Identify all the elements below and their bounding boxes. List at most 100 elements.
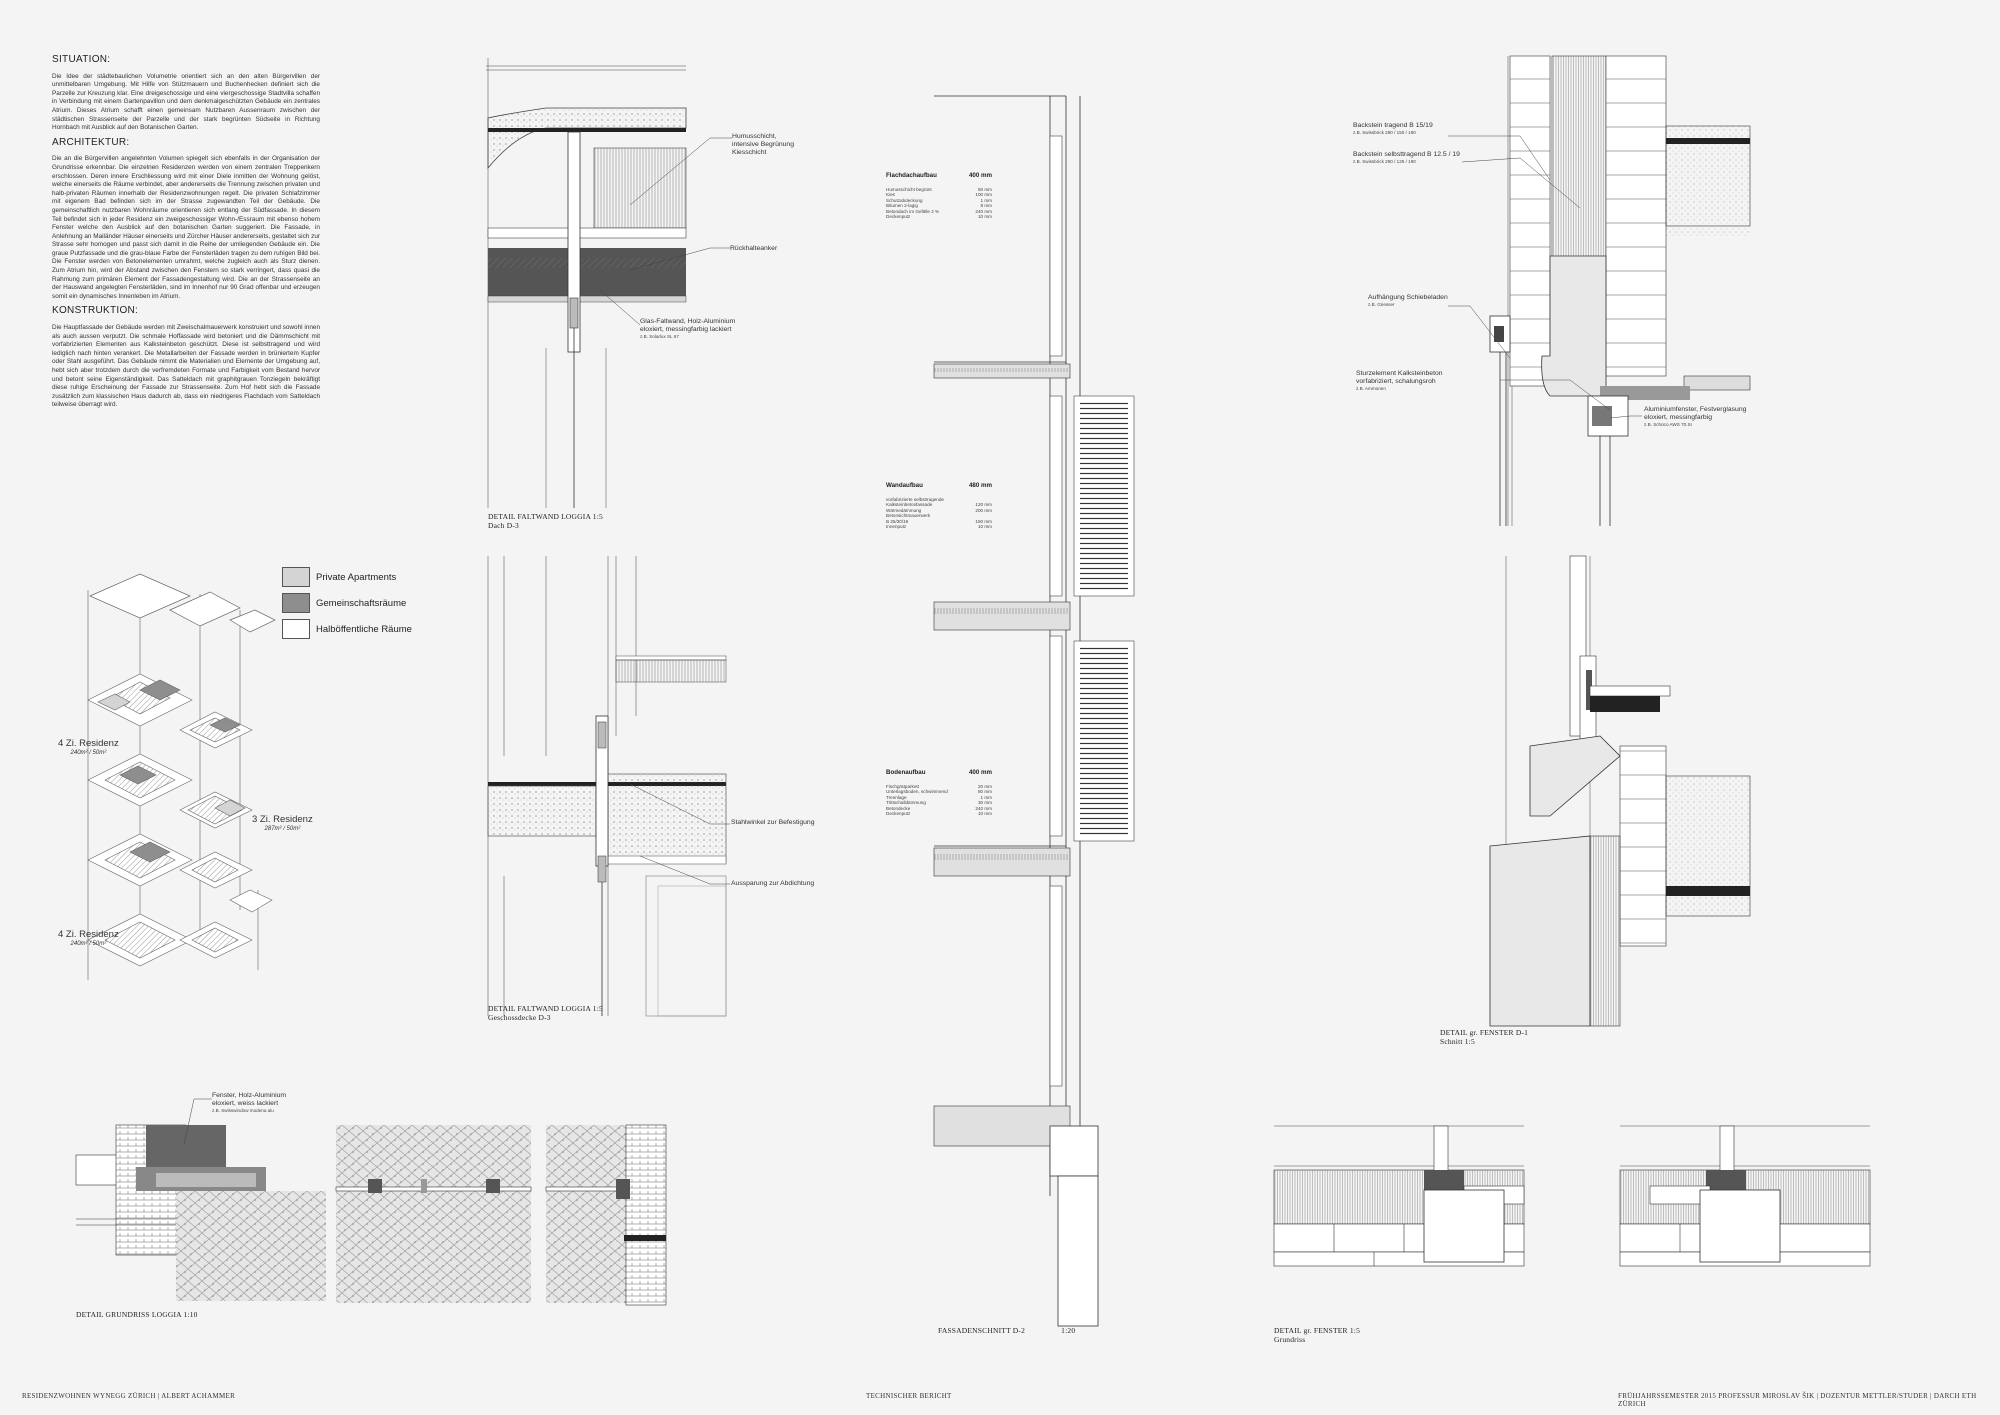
buildup-title: Flachdachaufbau xyxy=(886,172,937,179)
buildup-row: Schutzabdeckung 1 mm xyxy=(886,198,992,204)
detail-faltwand-dach-drawing xyxy=(486,58,687,508)
buildup-layer: vorfabrizierte selbsttragende xyxy=(886,496,944,502)
buildup-row: vorfabrizierte selbsttragende xyxy=(886,497,992,503)
buildup-row: Bitumen 2-lagig 8 mm xyxy=(886,203,992,209)
buildup-thickness: 80 mm xyxy=(977,789,992,794)
leader-line-fenster-loggia xyxy=(183,1098,212,1146)
buildup-row: Wärmedämmung 200 mm xyxy=(886,508,992,514)
buildup-layer: Schutzabdeckung xyxy=(886,197,923,203)
konstruktion-heading: KONSTRUKTION: xyxy=(52,305,139,317)
konstruktion-body: Die Hauptfassade der Gebäude werden mit … xyxy=(52,324,320,409)
buildup-row: Betonsichtmauerwerk xyxy=(886,513,992,519)
caption-title: DETAIL FALTWAND LOGGIA 1:5 xyxy=(488,1004,603,1013)
situation-body: Die Idee der städtebaulichen Volumetrie … xyxy=(52,72,320,132)
grundriss-panel-2 xyxy=(335,1125,532,1303)
footer-right: FRÜHJAHRSSEMESTER 2015 PROFESSUR MIROSLA… xyxy=(1618,1392,1977,1408)
detail-faltwand-geschoss-drawing xyxy=(487,556,727,1017)
buildup-thickness: 30 mm xyxy=(977,800,992,805)
buildup-layer: Kies xyxy=(886,192,895,197)
annotation-line: eloxiert, messingfarbig lackiert xyxy=(640,326,732,333)
annotation-backstein-selbsttragend: Backstein selbsttragend B 12.5 / 19 z.B.… xyxy=(1353,151,1460,165)
buildup-layer: Kalksteinbetonfassade xyxy=(886,502,933,507)
axo-label-3zi: 3 Zi. Residenz 287m² / 50m² xyxy=(252,814,313,832)
buildup-thickness: 200 mm xyxy=(975,507,992,513)
legend-label: Gemeinschaftsräume xyxy=(316,597,407,609)
floor-plate-4zi-top-2 xyxy=(179,711,253,749)
roof-level xyxy=(89,573,276,633)
buildup-thickness: 10 mm xyxy=(977,524,992,529)
footer-left: RESIDENZWOHNEN WYNEGG ZÜRICH | ALBERT AC… xyxy=(22,1392,236,1400)
buildup-thickness: 10 mm xyxy=(977,214,992,219)
caption-title: DETAIL gr. FENSTER 1:5 xyxy=(1274,1326,1361,1335)
buildup-layer: Bitumen 2-lagig xyxy=(886,203,918,208)
buildup-thickness: 8 mm xyxy=(980,203,992,208)
annotation-backstein-tragend: Backstein tragend B 15/19 z.B. Swissbric… xyxy=(1353,122,1433,136)
annotation-line: z.B. Ammonen xyxy=(1356,386,1386,391)
buildup-layer: Trennlage xyxy=(886,794,907,800)
grundriss-panel-1 xyxy=(75,1124,326,1301)
annotation-line: eloxiert, weiss lackiert xyxy=(212,1100,279,1107)
buildup-thickness: 50 mm xyxy=(977,186,992,192)
buildup-thickness: 240 mm xyxy=(975,805,992,811)
annotation-humus: Humusschicht, intensive Begrünung Kiessc… xyxy=(732,133,794,157)
axo-label-4zi-top: 4 Zi. Residenz 240m² / 50m² xyxy=(58,738,119,756)
annotation-line: Aufhängung Schiebeladen xyxy=(1368,294,1448,301)
architektur-body: Die an die Bürgervillen angelehnten Volu… xyxy=(52,155,320,300)
annotation-line: Humusschicht, xyxy=(732,133,777,140)
buildup-total: 400 mm xyxy=(968,172,992,179)
leader-lines-geschoss xyxy=(629,783,730,885)
buildup-layer: Wärmedämmung xyxy=(886,507,922,513)
buildup-row: Innenputz 10 mm xyxy=(886,524,992,530)
buildup-layer: Trittschalldämmung xyxy=(886,800,926,805)
legend-label: Halböffentliche Räume xyxy=(316,623,412,635)
annotation-line: z.B. Swissbrick 290 / 125 / 190 xyxy=(1353,159,1416,164)
annotation-sturzelement: Sturzelement Kalksteinbeton vorfabrizier… xyxy=(1356,370,1443,392)
annotation-line: z.B. Swisswindow modena alu xyxy=(212,1108,274,1113)
caption-fenster-grundriss: DETAIL gr. FENSTER 1:5 Grundriss xyxy=(1274,1326,1360,1344)
situation-heading: SITUATION: xyxy=(52,54,111,65)
caption-subtitle: Geschossdecke D-3 xyxy=(488,1013,551,1022)
annotation-line: z.B. Schüco AWS 70.SI xyxy=(1644,422,1692,427)
caption-title: DETAIL gr. FENSTER D-1 xyxy=(1440,1028,1529,1037)
footer-center: TECHNISCHER BERICHT xyxy=(866,1392,952,1400)
annotation-line: Backstein selbsttragend B 12.5 / 19 xyxy=(1353,151,1460,158)
grundriss-fenster-right xyxy=(1619,1125,1871,1267)
caption-subtitle: Grundriss xyxy=(1274,1335,1306,1344)
axo-label-area: 287m² / 50m² xyxy=(264,826,301,832)
annotation-line: eloxiert, messingfarbig xyxy=(1644,414,1712,421)
annotation-fenster-holz-alu: Fenster, Holz-Aluminium eloxiert, weiss … xyxy=(212,1092,286,1114)
leader-lines-dach xyxy=(599,137,732,326)
buildup-layer: Deckenputz xyxy=(886,811,911,816)
grundriss-panel-3 xyxy=(545,1124,667,1306)
axo-label-text: 4 Zi. Residenz xyxy=(58,929,119,940)
buildup-layer: Innenputz xyxy=(886,524,907,529)
floor-plate-4zi-top xyxy=(87,673,193,727)
buildup-thickness: 100 mm xyxy=(975,192,992,197)
buildup-thickness: 1 mm xyxy=(980,197,992,203)
annotation-line: Glas-Faltwand, Holz-Aluminium xyxy=(640,318,736,325)
annotation-line: intensive Begrünung xyxy=(732,141,794,148)
annotation-line: Aluminiumfenster, Festverglasung xyxy=(1644,406,1747,413)
axo-label-area: 240m² / 50m² xyxy=(70,750,107,756)
floor-plate-3zi-2 xyxy=(179,791,253,829)
caption-title: DETAIL FALTWAND LOGGIA 1:5 xyxy=(488,512,603,521)
annotation-line: Fenster, Holz-Aluminium xyxy=(212,1092,287,1099)
annotation-line: Sturzelement Kalksteinbeton xyxy=(1356,370,1443,377)
legend-item: Private Apartments xyxy=(282,564,412,590)
floor-plate-ground xyxy=(87,913,253,967)
buildup-total: 400 mm xyxy=(968,769,992,776)
legend-swatch xyxy=(282,593,310,613)
annotation-aluminiumfenster: Aluminiumfenster, Festverglasung eloxier… xyxy=(1644,406,1746,428)
legend-swatch xyxy=(282,619,310,639)
technical-report-text: SITUATION: Die Idee der städtebaulichen … xyxy=(52,54,320,416)
annotation-line: z.B. Solarlux SL 67 xyxy=(640,334,679,339)
buildup-row: Trittschalldämmung 30 mm xyxy=(886,800,992,806)
caption-grundriss-loggia: DETAIL GRUNDRISS LOGGIA 1:10 xyxy=(76,1310,198,1319)
